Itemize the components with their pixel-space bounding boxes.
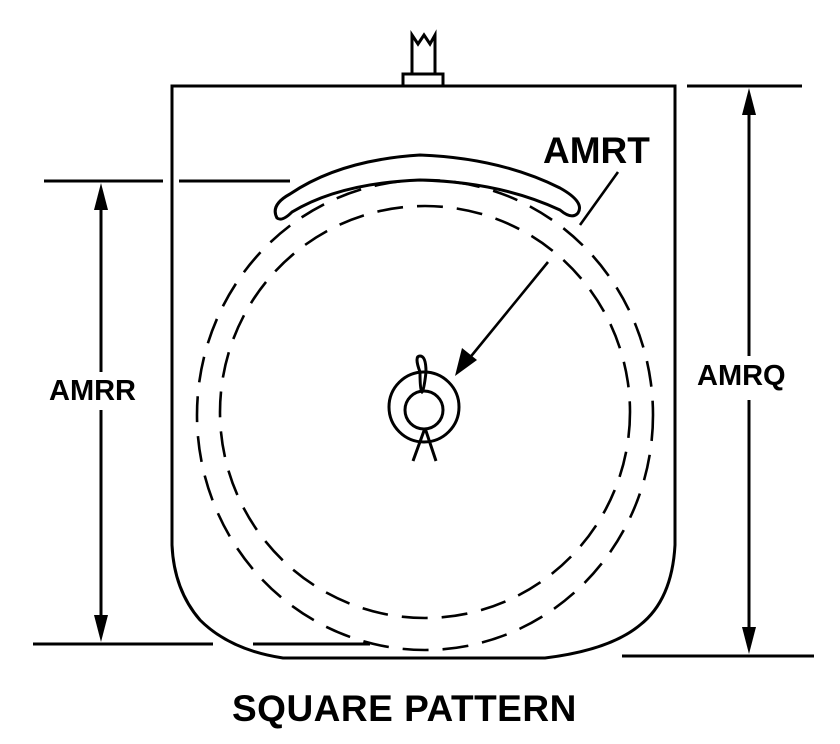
top-stem (401, 29, 445, 88)
body-outline (170, 84, 677, 660)
amrr-label: AMRR (49, 375, 136, 407)
hub-inner-ring (403, 389, 445, 431)
amrt-label: AMRT (543, 130, 650, 171)
amrq-arrow-up-icon (742, 88, 756, 115)
amrt-leader (578, 171, 620, 226)
inner-dashed-circle (218, 204, 632, 620)
diagram-title: SQUARE PATTERN (232, 688, 577, 729)
curved-slot (273, 153, 581, 221)
hub-lobe (415, 354, 428, 395)
amrr-arrow-up-icon (94, 183, 108, 210)
amrt-arrowhead-icon (455, 348, 477, 376)
hub-outer-ring (387, 370, 461, 444)
amrr-arrow-down-icon (94, 615, 108, 642)
outer-dashed-circle (195, 178, 655, 652)
hub-legs (411, 427, 438, 462)
amrt-arrow-shaft (466, 261, 550, 361)
amrq-arrow-down-icon (742, 627, 756, 654)
amrq-label: AMRQ (697, 360, 786, 392)
